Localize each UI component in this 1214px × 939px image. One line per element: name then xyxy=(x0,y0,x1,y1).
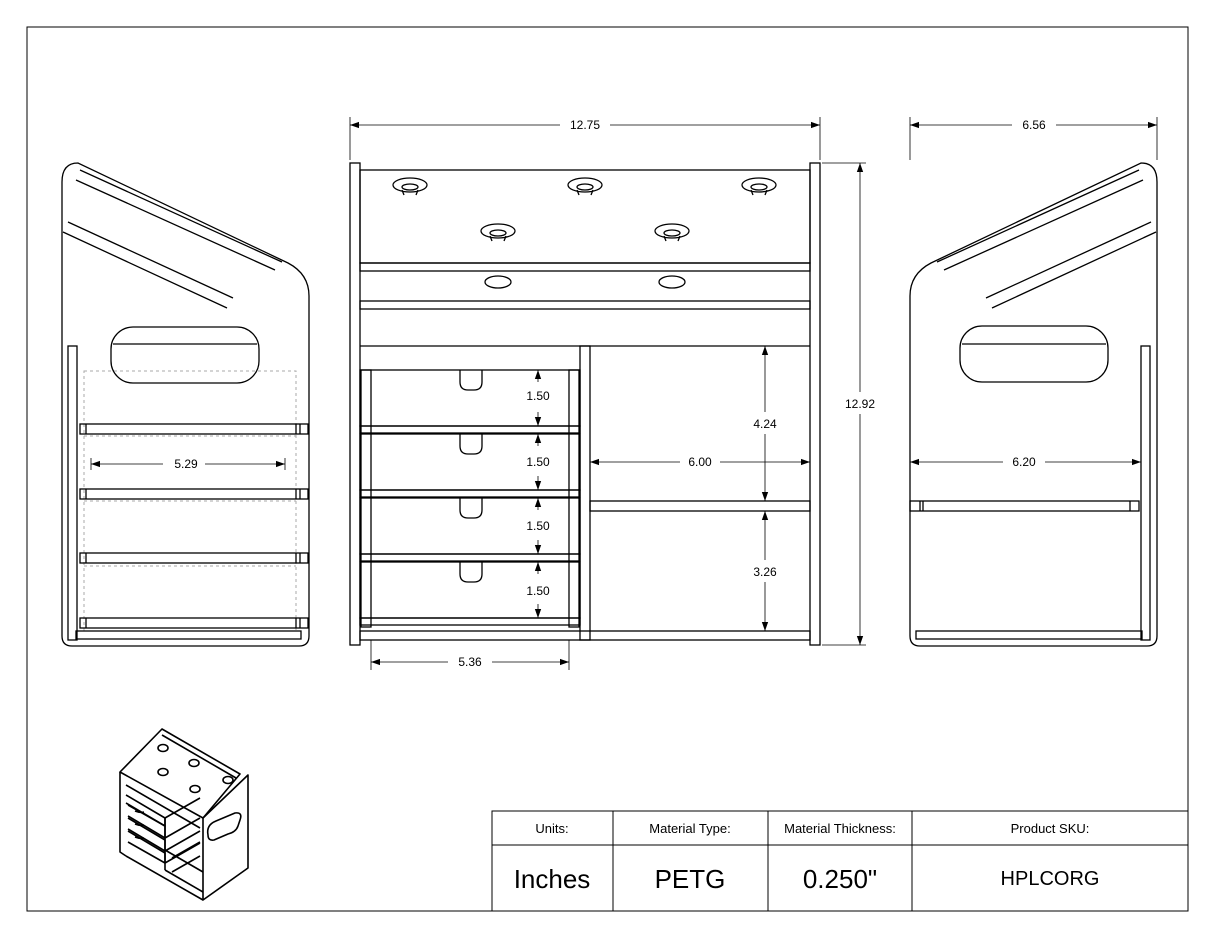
dim-drawer-width xyxy=(370,640,570,670)
tool-holes xyxy=(392,177,777,289)
right-side-view xyxy=(909,162,1158,647)
front-right-panel xyxy=(809,162,821,646)
label-side-depth: 6.56 xyxy=(1022,118,1046,132)
product-sku-value: HPLCORG xyxy=(1001,868,1100,890)
drawer-stack xyxy=(359,369,581,628)
left-side-view xyxy=(61,162,310,647)
dim-height: 12.92 xyxy=(822,162,875,646)
right-side-outline xyxy=(909,162,1158,647)
isometric-view xyxy=(119,728,249,901)
left-side-outline xyxy=(61,162,310,647)
units-label: Units: xyxy=(535,821,568,836)
front-view xyxy=(349,162,821,646)
product-sku-label: Product SKU: xyxy=(1011,821,1090,836)
label-drawer-height-4: 1.50 xyxy=(526,584,550,598)
label-cubby-width: 6.00 xyxy=(688,455,712,469)
label-upper-cubby-height: 4.24 xyxy=(753,417,777,431)
label-height: 12.92 xyxy=(845,397,875,411)
material-thickness-value: 0.250" xyxy=(803,864,877,894)
label-lower-cubby-height: 3.26 xyxy=(753,565,777,579)
label-drawer-height-1: 1.50 xyxy=(526,389,550,403)
material-type-value: PETG xyxy=(655,864,726,894)
label-drawer-height-3: 1.50 xyxy=(526,519,550,533)
label-left-inner-width: 5.29 xyxy=(174,457,198,471)
dim-left-inner-width: 5.29 xyxy=(90,457,286,471)
dim-side-depth xyxy=(909,117,1158,160)
material-type-label: Material Type: xyxy=(649,821,730,836)
label-front-width: 12.75 xyxy=(570,118,600,132)
label-drawer-height-2: 1.50 xyxy=(526,455,550,469)
dim-front-width: 12.75 xyxy=(349,117,821,160)
title-block xyxy=(491,810,1189,912)
left-handle-slot xyxy=(110,326,260,384)
front-left-panel xyxy=(349,162,361,646)
sheet-border xyxy=(26,26,1189,912)
material-thickness-label: Material Thickness: xyxy=(784,821,896,836)
right-handle-slot xyxy=(959,325,1109,383)
units-value: Inches xyxy=(514,864,591,894)
label-drawer-width: 5.36 xyxy=(458,655,482,669)
label-right-inner-depth: 6.20 xyxy=(1012,455,1036,469)
